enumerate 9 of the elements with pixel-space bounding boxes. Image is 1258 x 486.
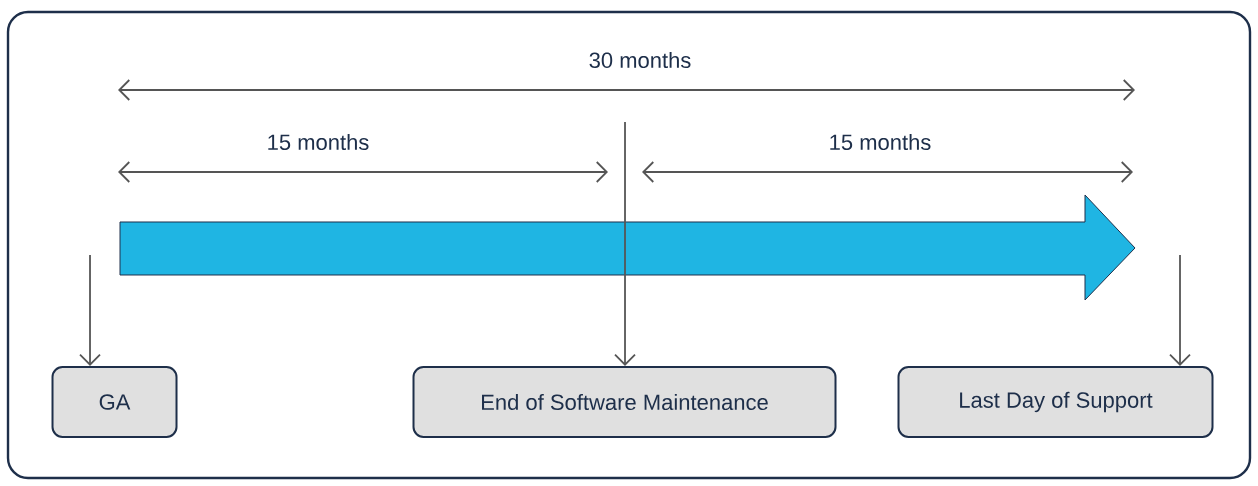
milestone-box: GA: [51, 366, 178, 438]
dimension-label: 15 months: [830, 133, 931, 151]
arrow: [614, 121, 636, 366]
milestone-box: End of Software Maintenance: [412, 366, 837, 438]
arrow: [79, 254, 101, 366]
dimension-label: 30 months: [589, 51, 691, 69]
milestone-box: Last Day of Support: [897, 366, 1214, 438]
dimension-label: 15 months: [268, 133, 369, 151]
arrow: [1169, 254, 1191, 366]
